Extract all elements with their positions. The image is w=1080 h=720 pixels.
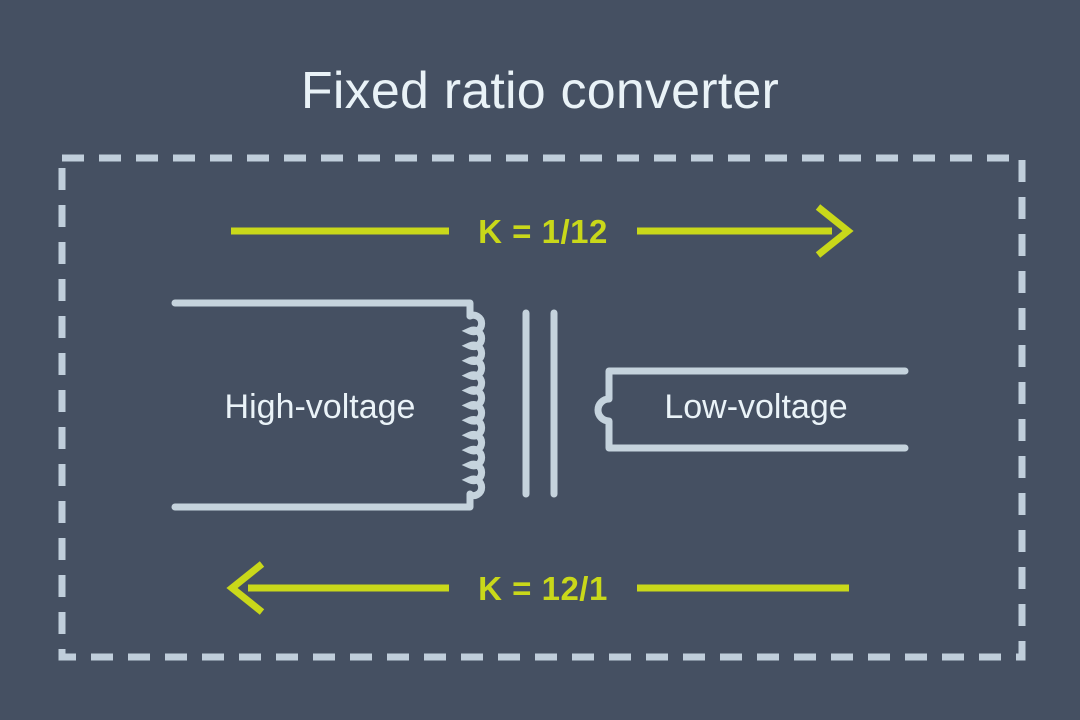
primary-winding-label: High-voltage: [225, 388, 416, 426]
transformer-core: [522, 309, 558, 498]
primary-top-lead: [171, 299, 474, 320]
reverse-ratio-arrow: K = 12/1: [226, 561, 849, 615]
forward-ratio-label: K = 1/12: [478, 213, 608, 250]
primary-coil-icon: [461, 311, 486, 499]
page-title: Fixed ratio converter: [301, 62, 779, 120]
reverse-arrowhead-icon: [226, 561, 265, 615]
converter-boundary: [58, 154, 1026, 661]
secondary-winding-label: Low-voltage: [664, 388, 847, 426]
reverse-ratio-label: K = 12/1: [478, 570, 608, 607]
primary-bottom-lead: [171, 490, 474, 511]
secondary-coil-icon: [594, 367, 909, 452]
primary-winding: High-voltage: [171, 299, 486, 511]
forward-ratio-arrow: K = 1/12: [231, 204, 854, 258]
secondary-winding: Low-voltage: [594, 367, 909, 452]
forward-arrowhead-icon: [815, 204, 854, 258]
